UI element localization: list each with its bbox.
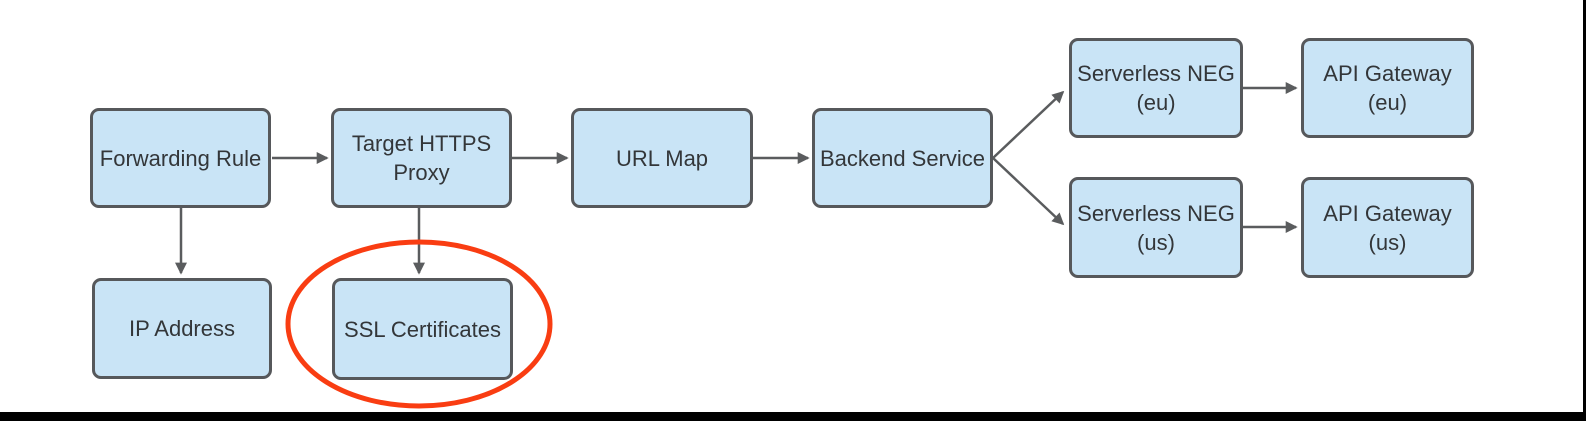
node-api-gateway-us: API Gateway (us) xyxy=(1301,177,1474,278)
node-forwarding-rule-label: Forwarding Rule xyxy=(99,145,262,171)
node-api-gateway-us-label: API Gateway (us) xyxy=(1323,200,1452,255)
node-url-map-label: URL Map xyxy=(615,145,709,171)
node-ssl-certificates-label: SSL Certificates xyxy=(344,316,501,342)
node-ssl-certificates: SSL Certificates xyxy=(332,278,513,380)
node-forwarding-rule: Forwarding Rule xyxy=(90,108,271,208)
node-backend-service: Backend Service xyxy=(812,108,993,208)
node-api-gateway-eu-label: API Gateway (eu) xyxy=(1323,61,1452,115)
right-frame-bar xyxy=(1583,0,1586,421)
node-serverless-neg-us-label: Serverless NEG (us) xyxy=(1077,200,1235,255)
node-api-gateway-eu: API Gateway (eu) xyxy=(1301,38,1474,138)
node-ip-address-label: IP Address xyxy=(129,316,235,341)
node-serverless-neg-eu-label: Serverless NEG (eu) xyxy=(1077,61,1235,115)
node-target-https-proxy: Target HTTPS Proxy xyxy=(331,108,512,208)
node-ip-address: IP Address xyxy=(92,278,272,379)
connector-backend_service-to-serverless_neg_eu xyxy=(992,90,1065,159)
node-url-map: URL Map xyxy=(571,108,753,208)
node-serverless-neg-us: Serverless NEG (us) xyxy=(1069,177,1243,278)
connector-backend_service-to-serverless_neg_us xyxy=(992,157,1065,226)
bottom-frame-bar xyxy=(0,412,1586,421)
node-target-https-proxy-label: Target HTTPS Proxy xyxy=(351,131,492,185)
node-backend-service-label: Backend Service xyxy=(819,145,986,171)
node-serverless-neg-eu: Serverless NEG (eu) xyxy=(1069,38,1243,138)
